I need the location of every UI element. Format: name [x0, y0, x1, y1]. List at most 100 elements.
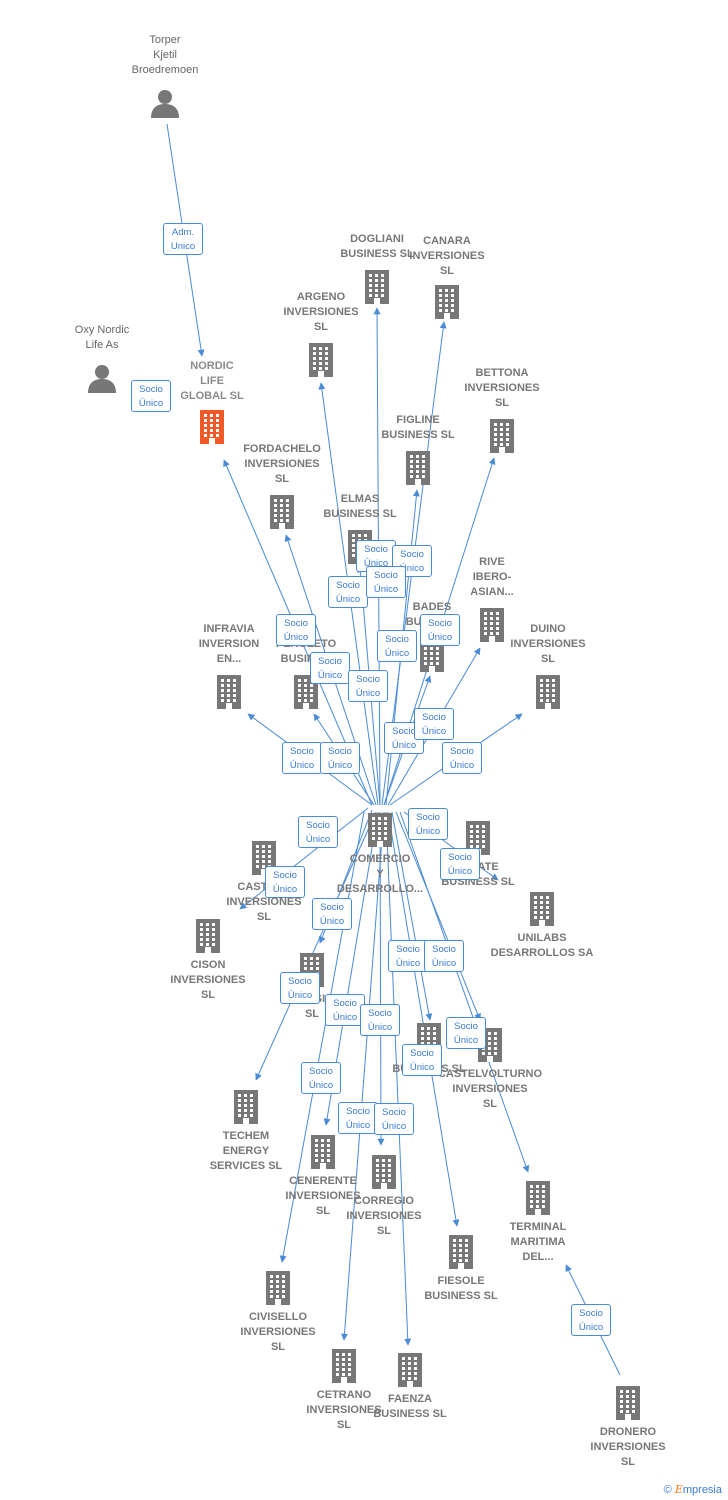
node-label[interactable]: FIGLINE BUSINESS SL [381, 414, 455, 441]
node-label[interactable]: CANARA INVERSIONES SL [409, 235, 485, 277]
building-icon[interactable] [396, 1353, 424, 1392]
node-label[interactable]: DRONERO INVERSIONES SL [590, 1426, 666, 1468]
building-icon[interactable] [330, 1349, 358, 1388]
building-icon[interactable] [194, 919, 222, 958]
badge-line-1: Socio [309, 1066, 333, 1077]
badge-line-2: Único [421, 726, 447, 737]
person-icon[interactable] [87, 363, 117, 398]
node-label[interactable]: Torper Kjetil Broedremoen [131, 34, 199, 76]
building-icon[interactable] [307, 343, 335, 382]
building-icon[interactable] [370, 1155, 398, 1194]
node-label[interactable]: NORDIC LIFE GLOBAL SL [180, 360, 244, 402]
building-icon[interactable] [524, 1181, 552, 1220]
node-label[interactable]: CETRANO INVERSIONES SL [306, 1389, 382, 1431]
node-label[interactable]: ARGENO INVERSIONES SL [283, 291, 359, 333]
node-label[interactable]: DOGLIANI BUSINESS SL [340, 233, 414, 260]
node-label[interactable]: INFRAVIA INVERSION EN... [198, 623, 260, 665]
badge-line-2: Único [415, 826, 441, 837]
node-label[interactable]: CIVISELLO INVERSIONES SL [240, 1311, 316, 1353]
badge-line-1: Socio [273, 870, 297, 881]
building-icon[interactable] [198, 410, 226, 449]
building-icon[interactable] [534, 675, 562, 714]
node-label[interactable]: CENERENTE INVERSIONES SL [285, 1175, 361, 1217]
node-label[interactable]: CASTEL... INVERSIONES SL [226, 881, 302, 923]
badge-line-2: Único [391, 740, 417, 751]
badge-line-2: Único [431, 958, 457, 969]
building-icon[interactable] [528, 892, 556, 931]
node-label[interactable]: TECHEM ENERGY SERVICES SL [209, 1130, 283, 1172]
node-label[interactable]: ELMAS BUSINESS SL [323, 493, 397, 520]
node-label[interactable]: Oxy Nordic Life As [74, 324, 130, 351]
building-icon[interactable] [478, 608, 506, 647]
edge-line [395, 811, 481, 1021]
badge-line-1: Socio [450, 746, 474, 757]
badge-line-2: Único [373, 584, 399, 595]
badge-line-2: Único [332, 1012, 358, 1023]
node-label[interactable]: RIVE IBERO- ASIAN... [470, 556, 514, 598]
empresia-footer[interactable]: © Empresia [664, 1483, 722, 1496]
badge-line-1: Socio [416, 812, 440, 823]
building-icon[interactable] [433, 285, 461, 324]
badge-line-1: Socio [288, 976, 312, 987]
node-label[interactable]: CORREGIO INVERSIONES SL [346, 1195, 422, 1237]
building-icon[interactable] [488, 419, 516, 458]
edge-line [391, 811, 433, 1021]
building-icon[interactable] [447, 1235, 475, 1274]
building-icon[interactable] [268, 495, 296, 534]
node-label[interactable]: DUINO INVERSIONES SL [510, 623, 586, 665]
building-icon[interactable] [404, 451, 432, 490]
node-label[interactable]: TERMINAL MARITIMA DEL... [509, 1221, 567, 1263]
building-icon[interactable] [215, 675, 243, 714]
building-icon[interactable] [264, 1271, 292, 1310]
building-icon[interactable] [232, 1090, 260, 1129]
node-label[interactable]: FIESOLE BUSINESS SL [424, 1275, 498, 1302]
building-icon[interactable] [614, 1386, 642, 1425]
node-label[interactable]: CISON INVERSIONES SL [170, 959, 246, 1001]
node-label[interactable]: COMERCIO Y DESARROLLO... [336, 853, 424, 895]
badge-line-2: Único [355, 688, 381, 699]
person-icon[interactable] [150, 88, 180, 123]
node-label[interactable]: CASTELVOLTURNO INVERSIONES SL [437, 1068, 543, 1110]
node-label[interactable]: FORDACHELO INVERSIONES SL [243, 443, 321, 485]
building-icon[interactable] [309, 1135, 337, 1174]
brand-initial: E [674, 1483, 683, 1496]
adm-unico-badge[interactable]: Adm.Unico [163, 223, 203, 255]
building-icon[interactable] [366, 813, 394, 852]
badge-line-2: Único [409, 1062, 435, 1073]
node-label[interactable]: UNILABS DESARROLLOS SA [490, 932, 594, 959]
badge-line-1: Socio [422, 712, 446, 723]
badge-line-2: Único [345, 1120, 371, 1131]
building-icon[interactable] [363, 270, 391, 309]
node-label[interactable]: FAENZA BUSINESS SL [373, 1393, 447, 1420]
node-label[interactable]: BETTONA INVERSIONES SL [464, 367, 540, 409]
